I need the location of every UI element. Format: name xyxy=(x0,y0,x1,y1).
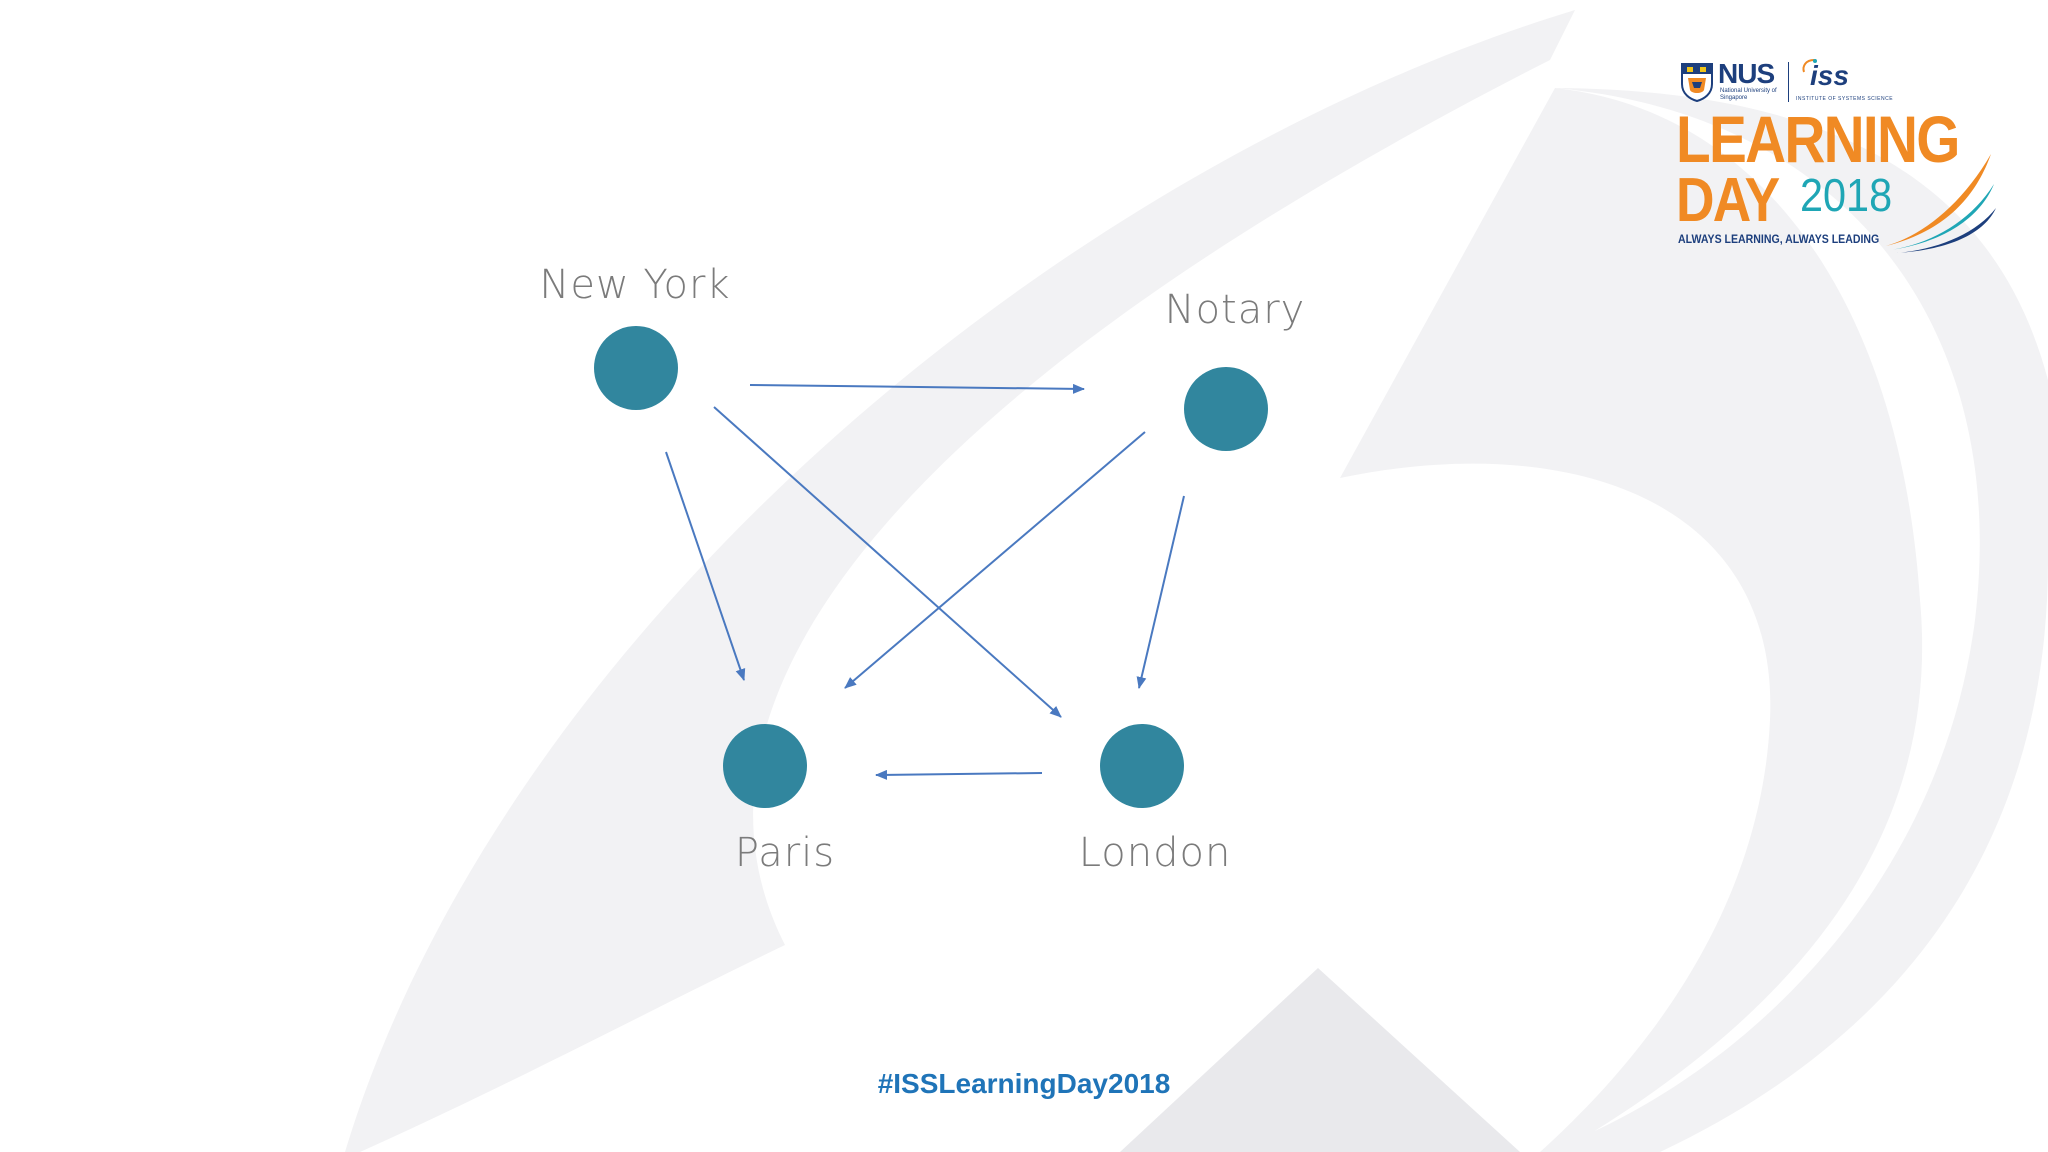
edge-london-to-paris xyxy=(875,769,1043,780)
nus-subtitle: National University of Singapore xyxy=(1720,88,1777,101)
edge-notary-to-london xyxy=(1136,495,1185,689)
node-london xyxy=(1100,724,1184,808)
node-new-york xyxy=(594,326,678,410)
learning-day-logo: NUS National University of Singapore iss… xyxy=(1676,54,1996,254)
event-hashtag: #ISSLearningDay2018 xyxy=(877,1068,1171,1099)
edge-new-york-to-paris xyxy=(665,451,746,681)
iss-subtitle: INSTITUTE OF SYSTEMS SCIENCE xyxy=(1796,96,1894,102)
learning-wordmark: LEARNING xyxy=(1676,102,1960,176)
node-label-london: London xyxy=(1078,830,1232,876)
edge-notary-to-paris xyxy=(844,431,1146,689)
nus-wordmark: NUS xyxy=(1718,58,1775,89)
node-label-new-york: New York xyxy=(539,262,731,308)
watermark-right-arc xyxy=(1545,88,2048,1152)
iss-wordmark: iss xyxy=(1810,60,1849,91)
day-wordmark: DAY xyxy=(1676,166,1780,235)
node-label-notary: Notary xyxy=(1164,287,1306,333)
nus-crest-icon xyxy=(1681,63,1713,102)
node-paris xyxy=(723,724,807,808)
logo-tagline: ALWAYS LEARNING, ALWAYS LEADING xyxy=(1678,232,1880,246)
watermark-left-swoosh xyxy=(345,10,1575,1152)
node-label-paris: Paris xyxy=(734,830,836,876)
logo-divider xyxy=(1788,62,1789,102)
watermark-bottom-triangle xyxy=(1120,968,1520,1152)
node-notary xyxy=(1184,367,1268,451)
nus-iss-logo: NUS National University of Singapore iss… xyxy=(1680,58,1900,104)
swoosh-icon xyxy=(1886,154,1996,253)
watermark-right-inner xyxy=(1340,88,1923,1152)
edge-new-york-to-notary xyxy=(749,383,1085,394)
iss-swirl-icon xyxy=(1802,59,1817,73)
edge-new-york-to-london xyxy=(713,406,1062,718)
year-wordmark: 2018 xyxy=(1800,169,1893,221)
